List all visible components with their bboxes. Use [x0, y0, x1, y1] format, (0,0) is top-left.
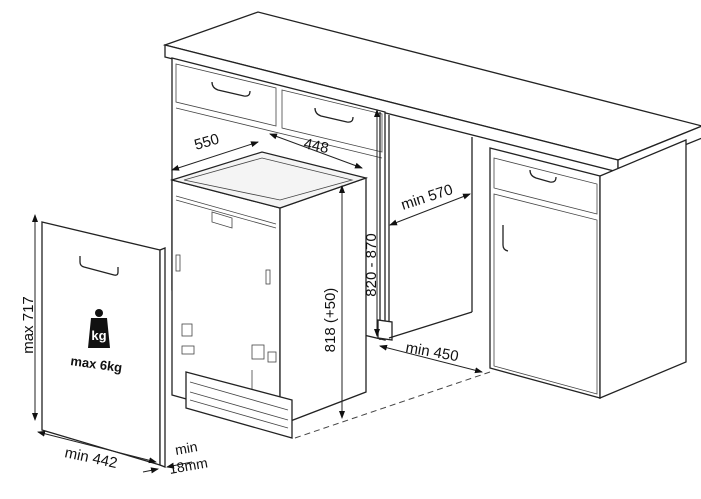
width-label: 448 — [302, 135, 330, 157]
drawer-handle-icon — [529, 169, 557, 183]
max-weight-label: max 6kg — [70, 353, 124, 375]
panel-thickness-value-label: 18mm — [168, 454, 209, 477]
niche-back-wall — [388, 137, 473, 339]
floor-line — [294, 371, 491, 439]
drawer-handle-icon — [211, 81, 251, 97]
depth-label: 550 — [192, 131, 221, 154]
panel-handle-icon — [79, 256, 119, 276]
kg-weight-icon: kg — [88, 309, 110, 348]
kg-icon-text: kg — [91, 328, 106, 343]
panel-thickness-min-label: min — [174, 438, 199, 458]
niche-height-label: 820 - 870 — [363, 233, 380, 296]
niche-depth-label: min 570 — [399, 181, 455, 214]
appliance-height-label: 818 (+50) — [322, 288, 339, 353]
drawer-handle-icon — [314, 107, 354, 123]
door-handle-icon — [502, 225, 509, 252]
right-cabinet — [489, 139, 687, 399]
niche-width-label: min 450 — [404, 339, 460, 365]
panel-height-label: max 717 — [20, 296, 37, 354]
dimension-lines — [32, 109, 483, 474]
